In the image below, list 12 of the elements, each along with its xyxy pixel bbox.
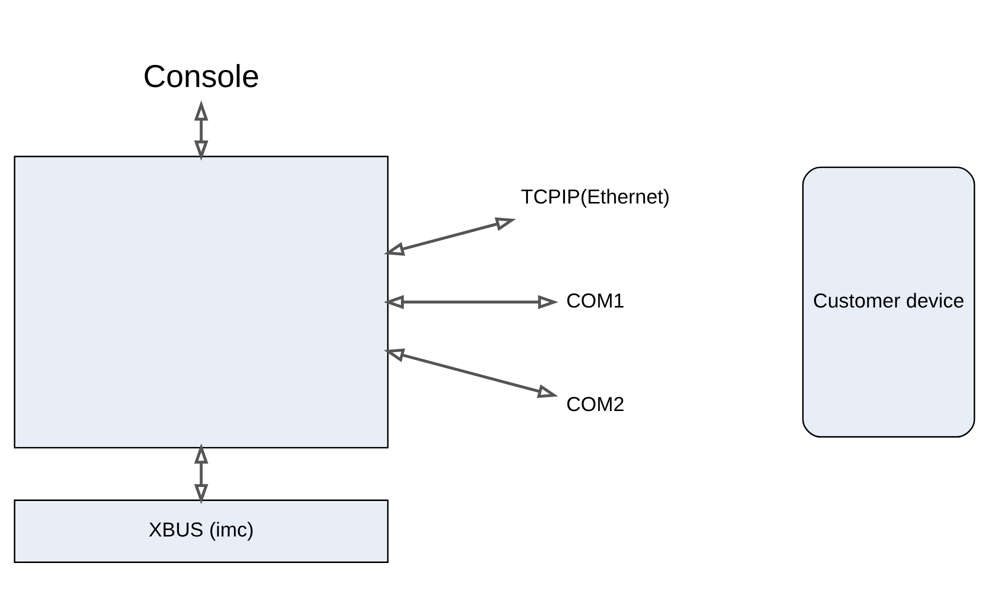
arrow (194, 100, 208, 161)
node-text: COM2 (566, 394, 625, 416)
node-text: COM1 (566, 290, 625, 312)
node-text: Console (143, 58, 260, 94)
node-box (14, 156, 389, 448)
node-box: Customer device (802, 166, 976, 438)
arrow (194, 443, 208, 504)
node-box: XBUS (imc) (14, 500, 389, 563)
arrow (384, 217, 516, 256)
node-text: TCPIP(Ethernet) (520, 186, 670, 209)
arrow (384, 348, 558, 398)
arrow (384, 295, 558, 310)
